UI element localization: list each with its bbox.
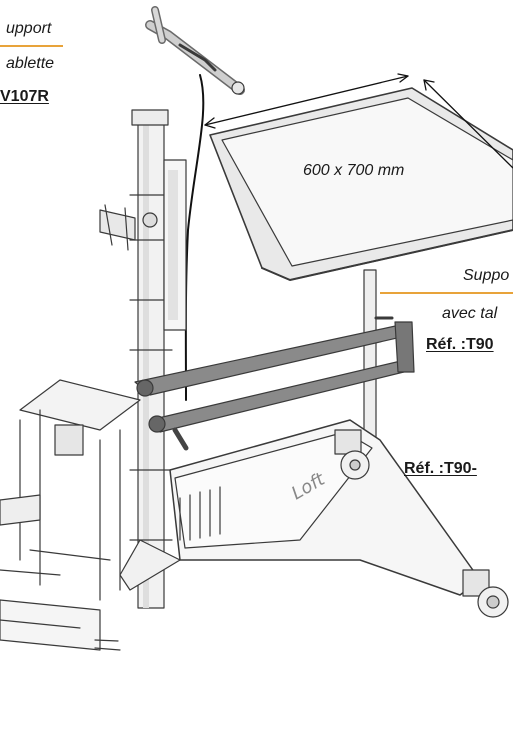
- frame-fixture: [0, 379, 141, 651]
- callout-left-reference: V107R: [0, 88, 49, 105]
- callout-right-line2: avec tal: [442, 305, 498, 322]
- callout-right-line1: Suppo: [463, 267, 510, 284]
- base-tripod: Loft: [119, 419, 481, 596]
- main-mast: [129, 109, 187, 609]
- cable: [184, 74, 205, 401]
- caster-rear: [334, 429, 370, 480]
- horizontal-arm: [134, 321, 415, 451]
- callout-left-line2: ablette: [6, 55, 55, 72]
- callout-right-accent-rule: [380, 292, 513, 294]
- callout-right-reference-1: Réf. :T90: [426, 336, 494, 353]
- tray-dimension-label: 600 x 700 mm: [303, 162, 405, 179]
- mast-clamp: [99, 204, 158, 251]
- callout-left-line1: upport: [6, 20, 52, 37]
- callout-left-accent-rule: [0, 45, 63, 47]
- callout-right-reference-2: Réf. :T90-: [404, 460, 477, 477]
- dimension-arrows: [204, 73, 513, 169]
- handlebar: [145, 6, 245, 95]
- tray-post: [363, 269, 377, 451]
- caster-front: [462, 569, 509, 618]
- tray: [209, 87, 513, 281]
